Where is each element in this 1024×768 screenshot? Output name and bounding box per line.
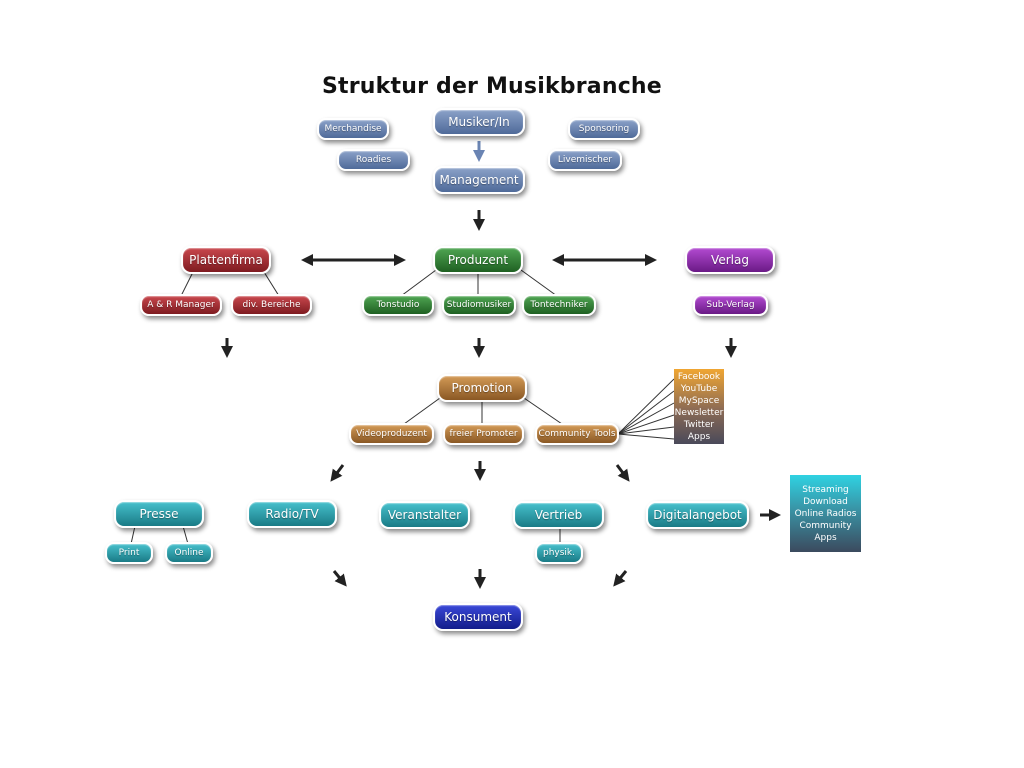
arrow-konsument-right: [613, 570, 628, 587]
arrows: [221, 141, 781, 589]
digital-offer-list: Streaming Download Online Radios Communi…: [790, 475, 861, 552]
page-title: Struktur der Musikbranche: [322, 74, 662, 99]
node-musiker[interactable]: Musiker/In: [433, 108, 525, 136]
social-media-list: Facebook YouTube MySpace Newsletter Twit…: [674, 369, 724, 444]
node-div-bereiche[interactable]: div. Bereiche: [231, 294, 312, 316]
node-sponsoring[interactable]: Sponsoring: [568, 118, 640, 140]
arrow-promotion-right: [615, 464, 630, 482]
node-ar-manager[interactable]: A & R Manager: [140, 294, 222, 316]
digital-item: Streaming: [802, 484, 849, 495]
node-digitalangebot[interactable]: Digitalangebot: [646, 501, 749, 529]
node-radio-tv[interactable]: Radio/TV: [247, 500, 337, 528]
node-freier-promoter[interactable]: freier Promoter: [443, 423, 524, 445]
social-item: Newsletter: [674, 407, 724, 418]
node-tontechniker[interactable]: Tontechniker: [522, 294, 596, 316]
social-item: Facebook: [677, 371, 721, 382]
node-roadies[interactable]: Roadies: [337, 149, 410, 171]
node-merchandise[interactable]: Merchandise: [317, 118, 389, 140]
node-promotion[interactable]: Promotion: [437, 374, 527, 402]
social-item: Apps: [687, 431, 711, 442]
node-videoproduzent[interactable]: Videoproduzent: [349, 423, 434, 445]
node-vertrieb[interactable]: Vertrieb: [513, 501, 604, 529]
digital-item: Apps: [814, 532, 837, 543]
node-presse[interactable]: Presse: [114, 500, 204, 528]
node-veranstalter[interactable]: Veranstalter: [379, 501, 470, 529]
node-produzent[interactable]: Produzent: [433, 246, 523, 274]
node-sub-verlag[interactable]: Sub-Verlag: [693, 294, 768, 316]
node-livemischer[interactable]: Livemischer: [548, 149, 622, 171]
node-studiomusiker[interactable]: Studiomusiker: [442, 294, 516, 316]
digital-item: Online Radios: [794, 508, 857, 519]
node-physik[interactable]: physik.: [535, 542, 583, 564]
node-konsument[interactable]: Konsument: [433, 603, 523, 631]
social-item: Twitter: [683, 419, 715, 430]
social-item: YouTube: [680, 383, 718, 394]
arrow-konsument-left: [332, 570, 347, 587]
node-online[interactable]: Online: [165, 542, 213, 564]
digital-item: Download: [803, 496, 848, 507]
node-community-tools[interactable]: Community Tools: [535, 423, 619, 445]
node-tonstudio[interactable]: Tonstudio: [362, 294, 434, 316]
digital-item: Community: [799, 520, 852, 531]
arrow-promotion-left: [330, 464, 345, 482]
connector-lines: [130, 269, 675, 545]
node-management[interactable]: Management: [433, 166, 525, 194]
node-plattenfirma[interactable]: Plattenfirma: [181, 246, 271, 274]
node-print[interactable]: Print: [105, 542, 153, 564]
social-item: MySpace: [678, 395, 720, 406]
node-verlag[interactable]: Verlag: [685, 246, 775, 274]
